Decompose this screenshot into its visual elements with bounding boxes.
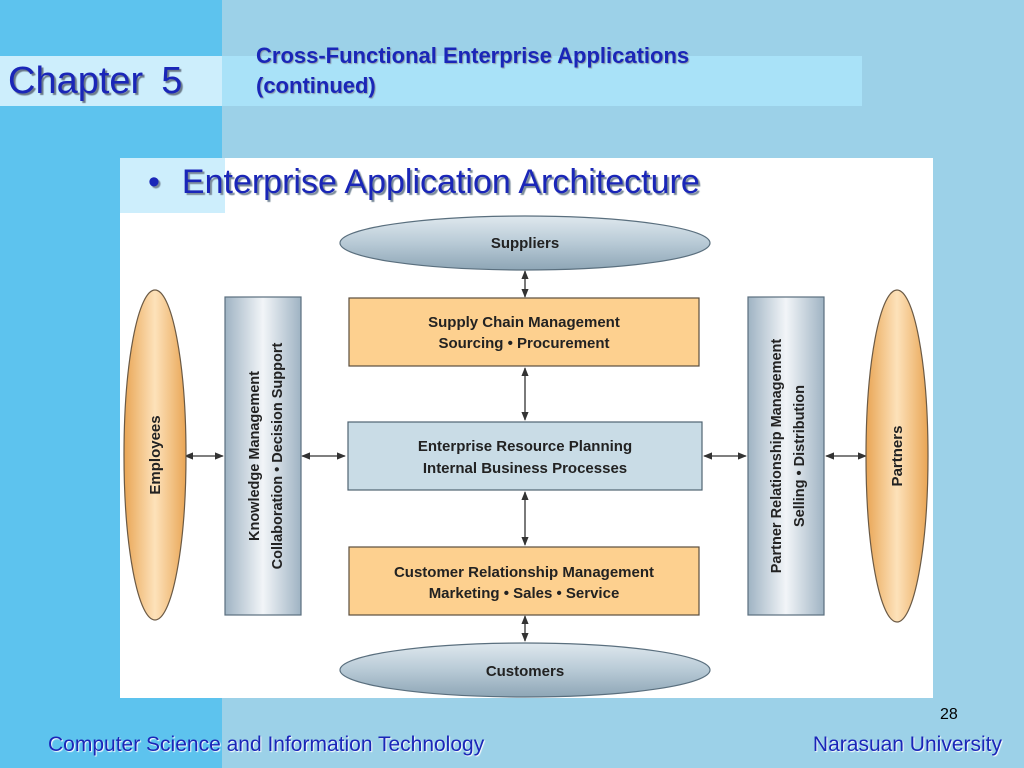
crm-line2: Marketing • Sales • Service	[429, 585, 620, 602]
km-line1: Knowledge Management	[247, 371, 263, 541]
page-number: 28	[940, 706, 958, 723]
chapter-word: Chapter	[8, 60, 144, 102]
partners-label: Partners	[889, 426, 906, 487]
architecture-diagram: Suppliers Customers Employees Partners K…	[123, 215, 929, 698]
chapter-label: Chapter 5	[8, 60, 182, 103]
slide-title: Cross-Functional Enterprise Applications…	[256, 41, 856, 101]
slide-title-line2: (continued)	[256, 73, 376, 98]
bullet-dot-icon: •	[148, 163, 160, 201]
bullet-text: Enterprise Application Architecture	[181, 163, 700, 201]
crm-box: Customer Relationship Management Marketi…	[348, 546, 700, 616]
suppliers-label: Suppliers	[491, 235, 559, 252]
prm-line2: Selling • Distribution	[792, 385, 808, 527]
prm-line1: Partner Relationship Management	[769, 339, 785, 574]
connector-arrows	[184, 270, 867, 642]
partner-relationship-box: Partner Relationship Management Selling …	[747, 296, 825, 616]
km-line2: Collaboration • Decision Support	[270, 343, 286, 570]
bullet-item: • Enterprise Application Architecture	[148, 163, 700, 202]
footer-department: Computer Science and Information Technol…	[48, 733, 485, 756]
chapter-number: 5	[161, 60, 183, 102]
employees-label: Employees	[147, 415, 164, 494]
customers-oval: Customers	[339, 642, 711, 698]
partners-oval: Partners	[865, 289, 929, 623]
scm-line2: Sourcing • Procurement	[438, 335, 609, 352]
scm-box: Supply Chain Management Sourcing • Procu…	[348, 297, 700, 367]
bullet-highlight	[120, 158, 225, 213]
erp-line1: Enterprise Resource Planning	[418, 438, 632, 455]
employees-oval: Employees	[123, 289, 187, 621]
slide-title-line1: Cross-Functional Enterprise Applications	[256, 43, 690, 68]
footer-university: Narasuan University	[812, 733, 1002, 756]
chapter-box	[0, 56, 222, 106]
suppliers-oval: Suppliers	[339, 215, 711, 271]
knowledge-management-box: Knowledge Management Collaboration • Dec…	[224, 296, 302, 616]
scm-line1: Supply Chain Management	[428, 314, 620, 331]
crm-line1: Customer Relationship Management	[394, 564, 654, 581]
customers-label: Customers	[486, 663, 564, 680]
erp-line2: Internal Business Processes	[423, 460, 627, 477]
erp-box: Enterprise Resource Planning Internal Bu…	[347, 421, 703, 491]
